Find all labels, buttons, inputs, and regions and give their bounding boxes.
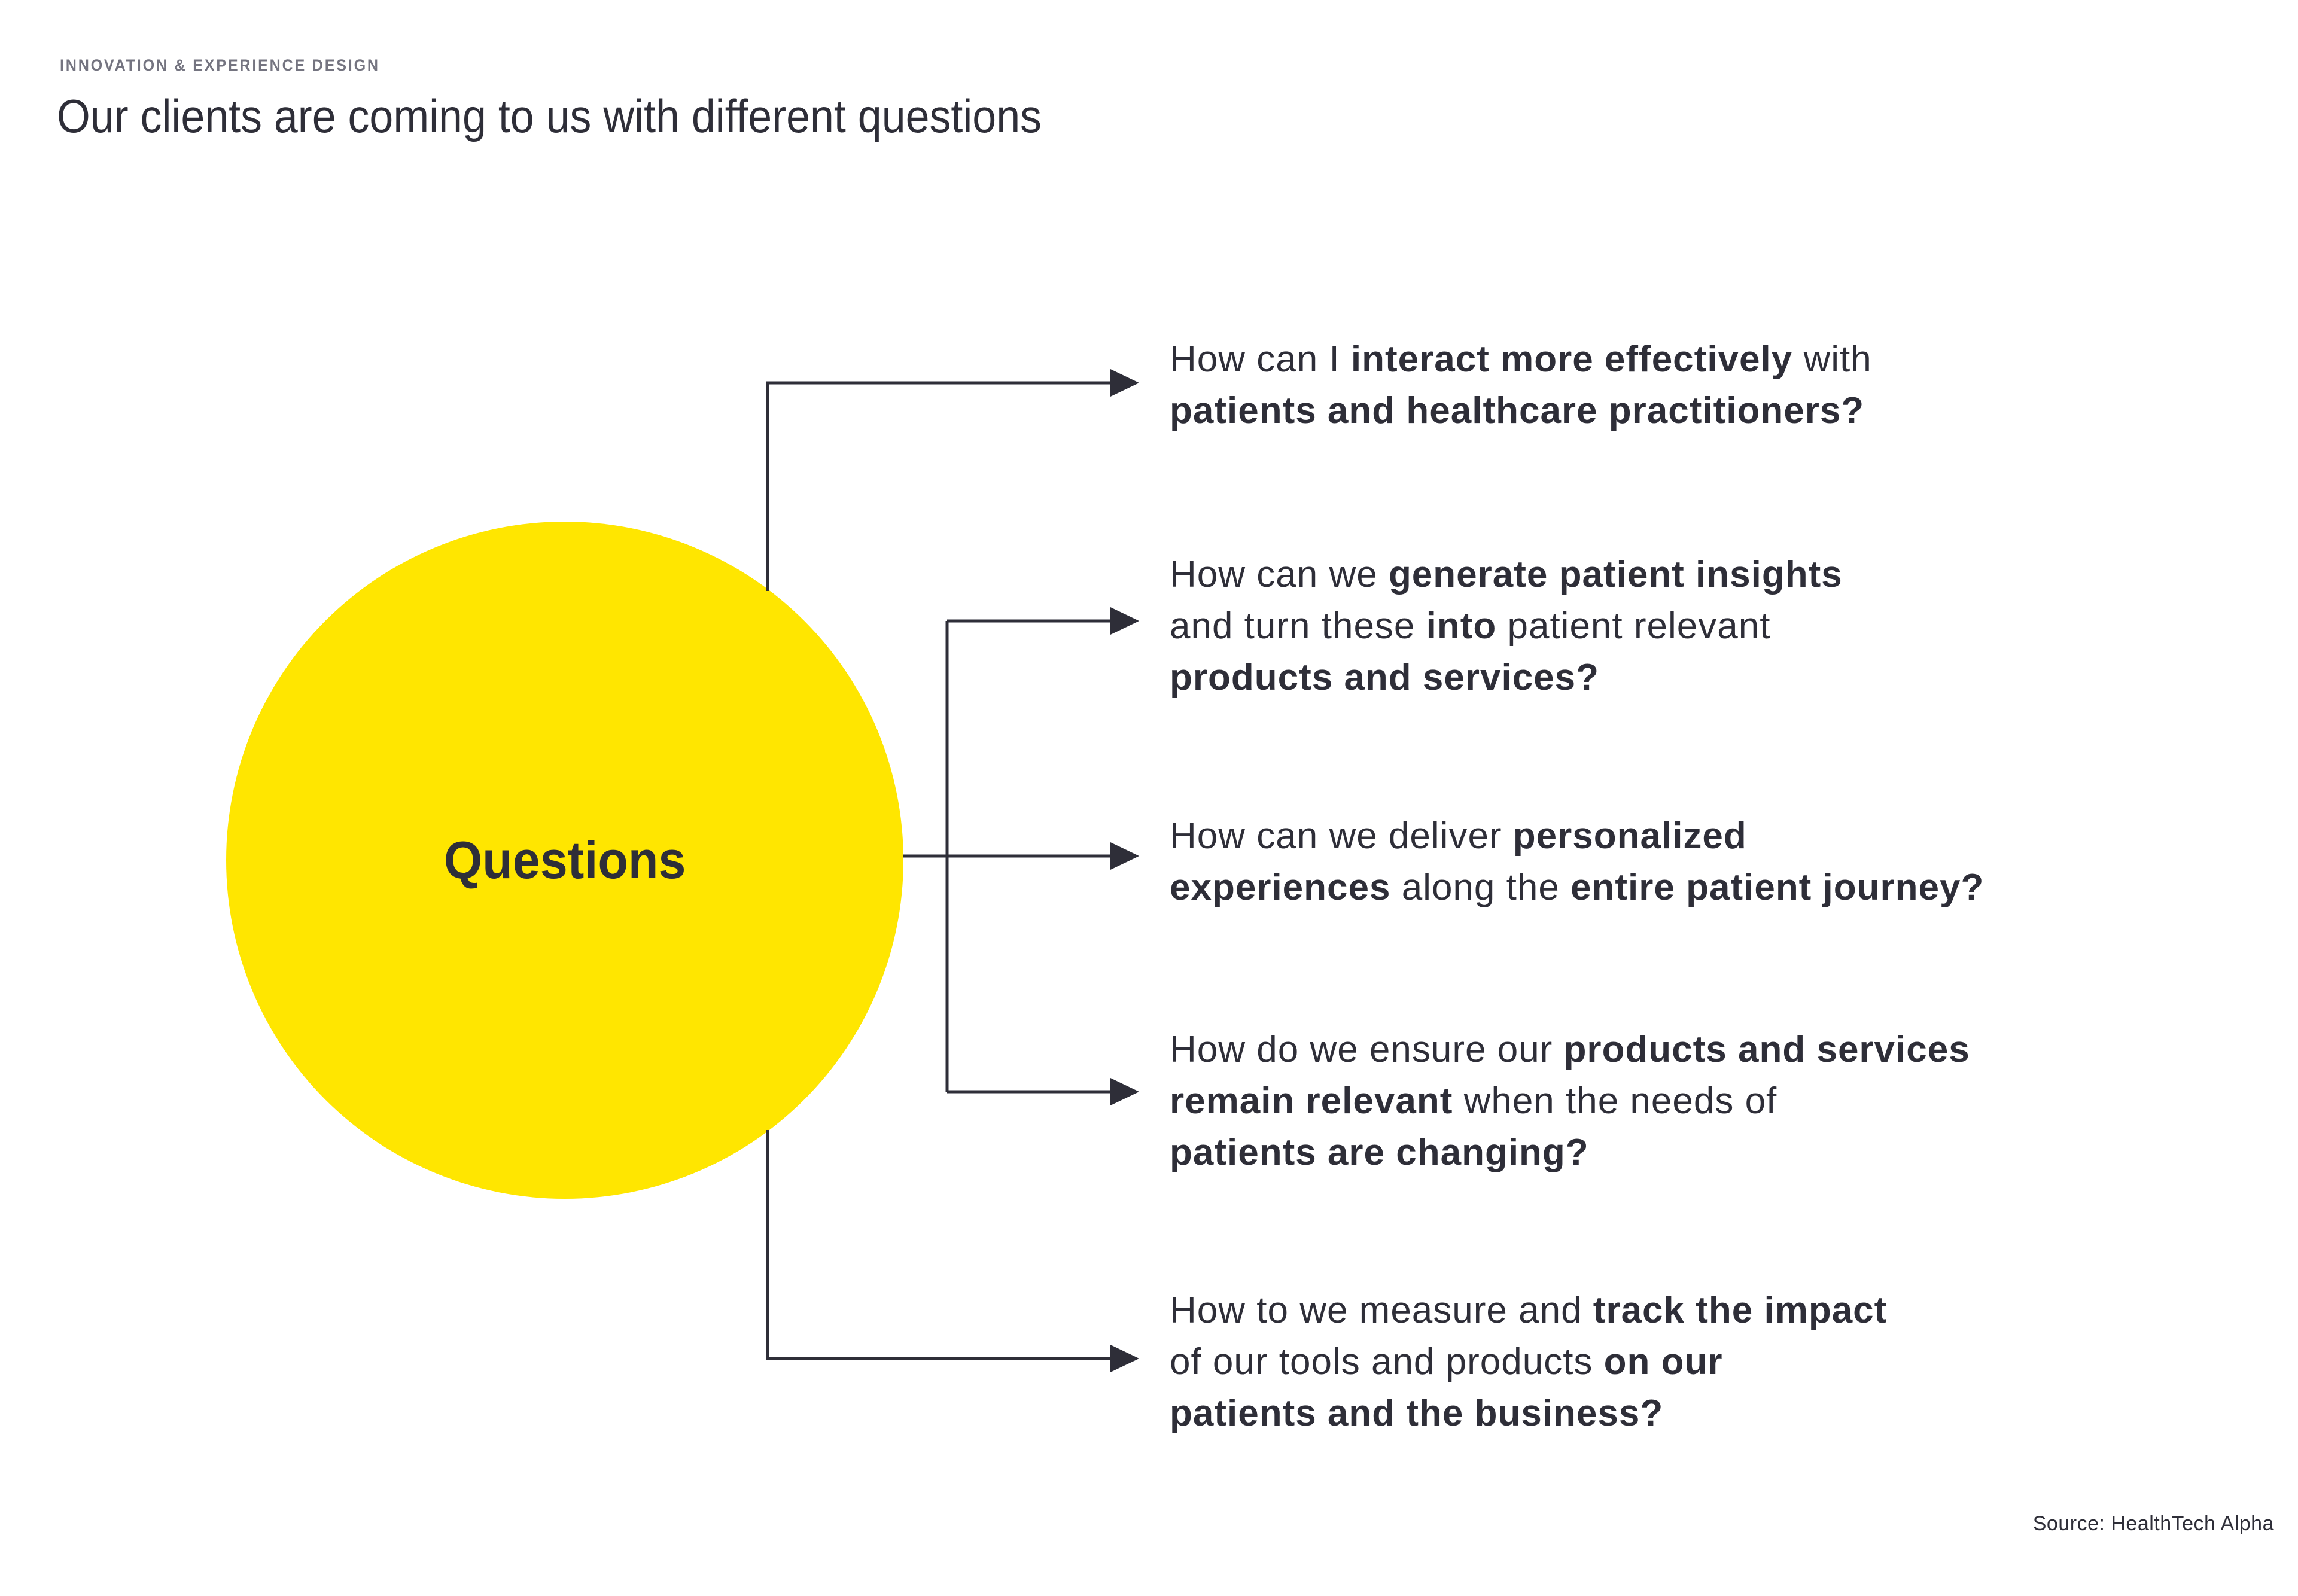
connector-line-q5 [766, 1130, 1113, 1360]
question-line: and turn these into patient relevant [1170, 605, 1771, 647]
page-title: Our clients are coming to us with differ… [57, 90, 1042, 142]
connector-line-q1 [766, 381, 1113, 591]
question-text-2: How can we generate patient insights and … [1170, 549, 1843, 703]
eyebrow-label: INNOVATION & EXPERIENCE DESIGN [60, 56, 380, 74]
question-line: remain relevant when the needs of [1170, 1080, 1777, 1122]
arrowhead-q1-icon [1110, 369, 1139, 397]
question-text-5: How to we measure and track the impact of… [1170, 1285, 1887, 1439]
arrowhead-q5-icon [1110, 1345, 1139, 1372]
connector-lines [766, 381, 1113, 1360]
question-line: products and services? [1170, 657, 1600, 698]
question-line: patients and the business? [1170, 1393, 1664, 1434]
question-line: of our tools and products on our [1170, 1341, 1723, 1382]
question-text-3: How can we deliver personalized experienc… [1170, 811, 1984, 913]
question-line: How do we ensure our products and servic… [1170, 1029, 1970, 1070]
question-line: How to we measure and track the impact [1170, 1290, 1888, 1331]
question-text-1: How can I interact more effectively with… [1170, 334, 1872, 437]
arrowhead-q4-icon [1110, 1078, 1139, 1105]
questions-circle-label: Questions [443, 830, 686, 890]
question-text-4: How do we ensure our products and servic… [1170, 1024, 1970, 1178]
arrowhead-q2-icon [1110, 607, 1139, 635]
question-line: How can I interact more effectively with [1170, 339, 1872, 380]
question-line: How can we generate patient insights [1170, 554, 1843, 595]
question-line: experiences along the entire patient jou… [1170, 867, 1985, 908]
question-line: patients are changing? [1170, 1132, 1589, 1173]
questions-circle: Questions [226, 522, 903, 1199]
source-note: Source: HealthTech Alpha [2032, 1512, 2274, 1535]
arrowhead-q3-icon [1110, 842, 1139, 870]
arrowheads [1110, 369, 1139, 1372]
question-line: patients and healthcare practitioners? [1170, 390, 1865, 431]
question-line: How can we deliver personalized [1170, 815, 1747, 857]
